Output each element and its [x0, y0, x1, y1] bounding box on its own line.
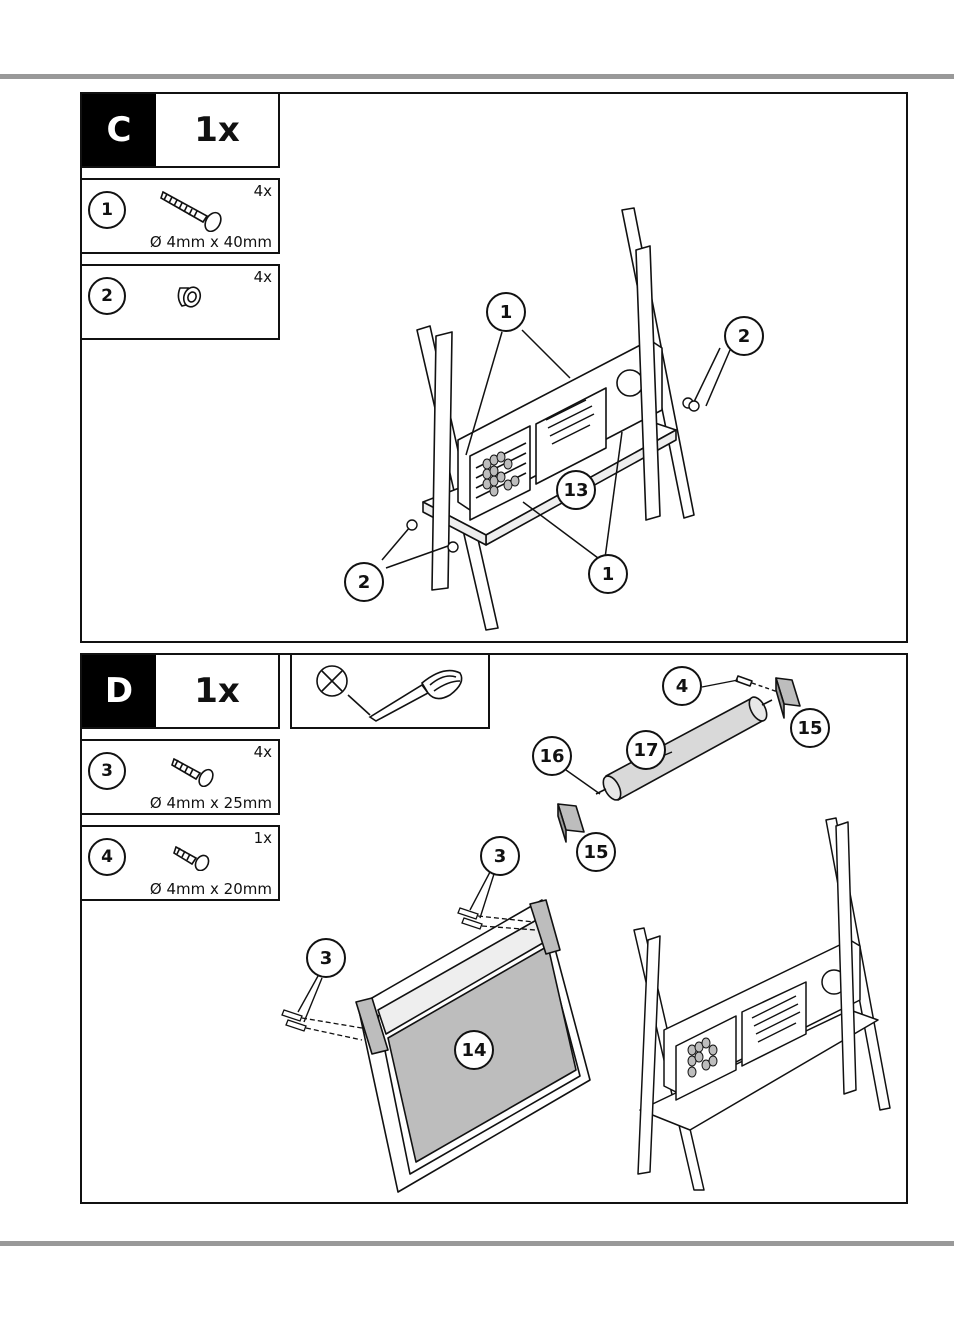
screw-40mm-icon	[160, 190, 222, 232]
cap-nut-icon	[177, 286, 202, 308]
part-3-qty: 4x	[253, 743, 272, 761]
callout-d-15-bottom: 15	[576, 832, 616, 872]
part-1-qty: 4x	[253, 182, 272, 200]
part-4-box: 4 1x Ø 4mm x 20mm	[80, 825, 280, 901]
part-4-size: Ø 4mm x 20mm	[149, 880, 272, 898]
bottom-rule	[0, 1241, 954, 1246]
callout-d-16: 16	[532, 736, 572, 776]
part-2-number: 2	[88, 277, 126, 315]
callout-d-14: 14	[454, 1030, 494, 1070]
callout-c-13: 13	[556, 470, 596, 510]
part-1-number: 1	[88, 191, 126, 229]
step-c-header: C 1x	[80, 92, 280, 168]
screw-20mm-icon	[173, 845, 210, 871]
part-4-number: 4	[88, 838, 126, 876]
step-c-easel-illustration	[381, 207, 731, 631]
top-rule	[0, 74, 954, 79]
part-2-box: 2 4x	[80, 264, 280, 340]
step-d-letter: D	[82, 655, 156, 727]
callout-d-4: 4	[662, 666, 702, 706]
tool-box	[290, 653, 490, 729]
callout-d-17: 17	[626, 730, 666, 770]
phillips-screwdriver-icon	[316, 665, 463, 722]
callout-c-1-bottom: 1	[588, 554, 628, 594]
callout-c-1-top: 1	[486, 292, 526, 332]
screw-25mm-icon	[171, 757, 214, 787]
part-4-qty: 1x	[253, 829, 272, 847]
part-1-box: 1 4x Ø 4mm x 40mm	[80, 178, 280, 254]
step-d-header: D 1x	[80, 653, 280, 729]
callout-d-3-top: 3	[480, 836, 520, 876]
part-3-box: 3 4x Ø 4mm x 25mm	[80, 739, 280, 815]
part-3-size: Ø 4mm x 25mm	[149, 794, 272, 812]
part-1-size: Ø 4mm x 40mm	[149, 233, 272, 251]
step-d-quantity: 1x	[194, 671, 240, 711]
part-2-qty: 4x	[253, 268, 272, 286]
part-3-number: 3	[88, 752, 126, 790]
callout-d-15-top: 15	[790, 708, 830, 748]
callout-c-2-left: 2	[344, 562, 384, 602]
step-c-quantity: 1x	[194, 110, 240, 150]
callout-d-3-left: 3	[306, 938, 346, 978]
step-c-letter: C	[82, 94, 156, 166]
callout-c-2-right: 2	[724, 316, 764, 356]
